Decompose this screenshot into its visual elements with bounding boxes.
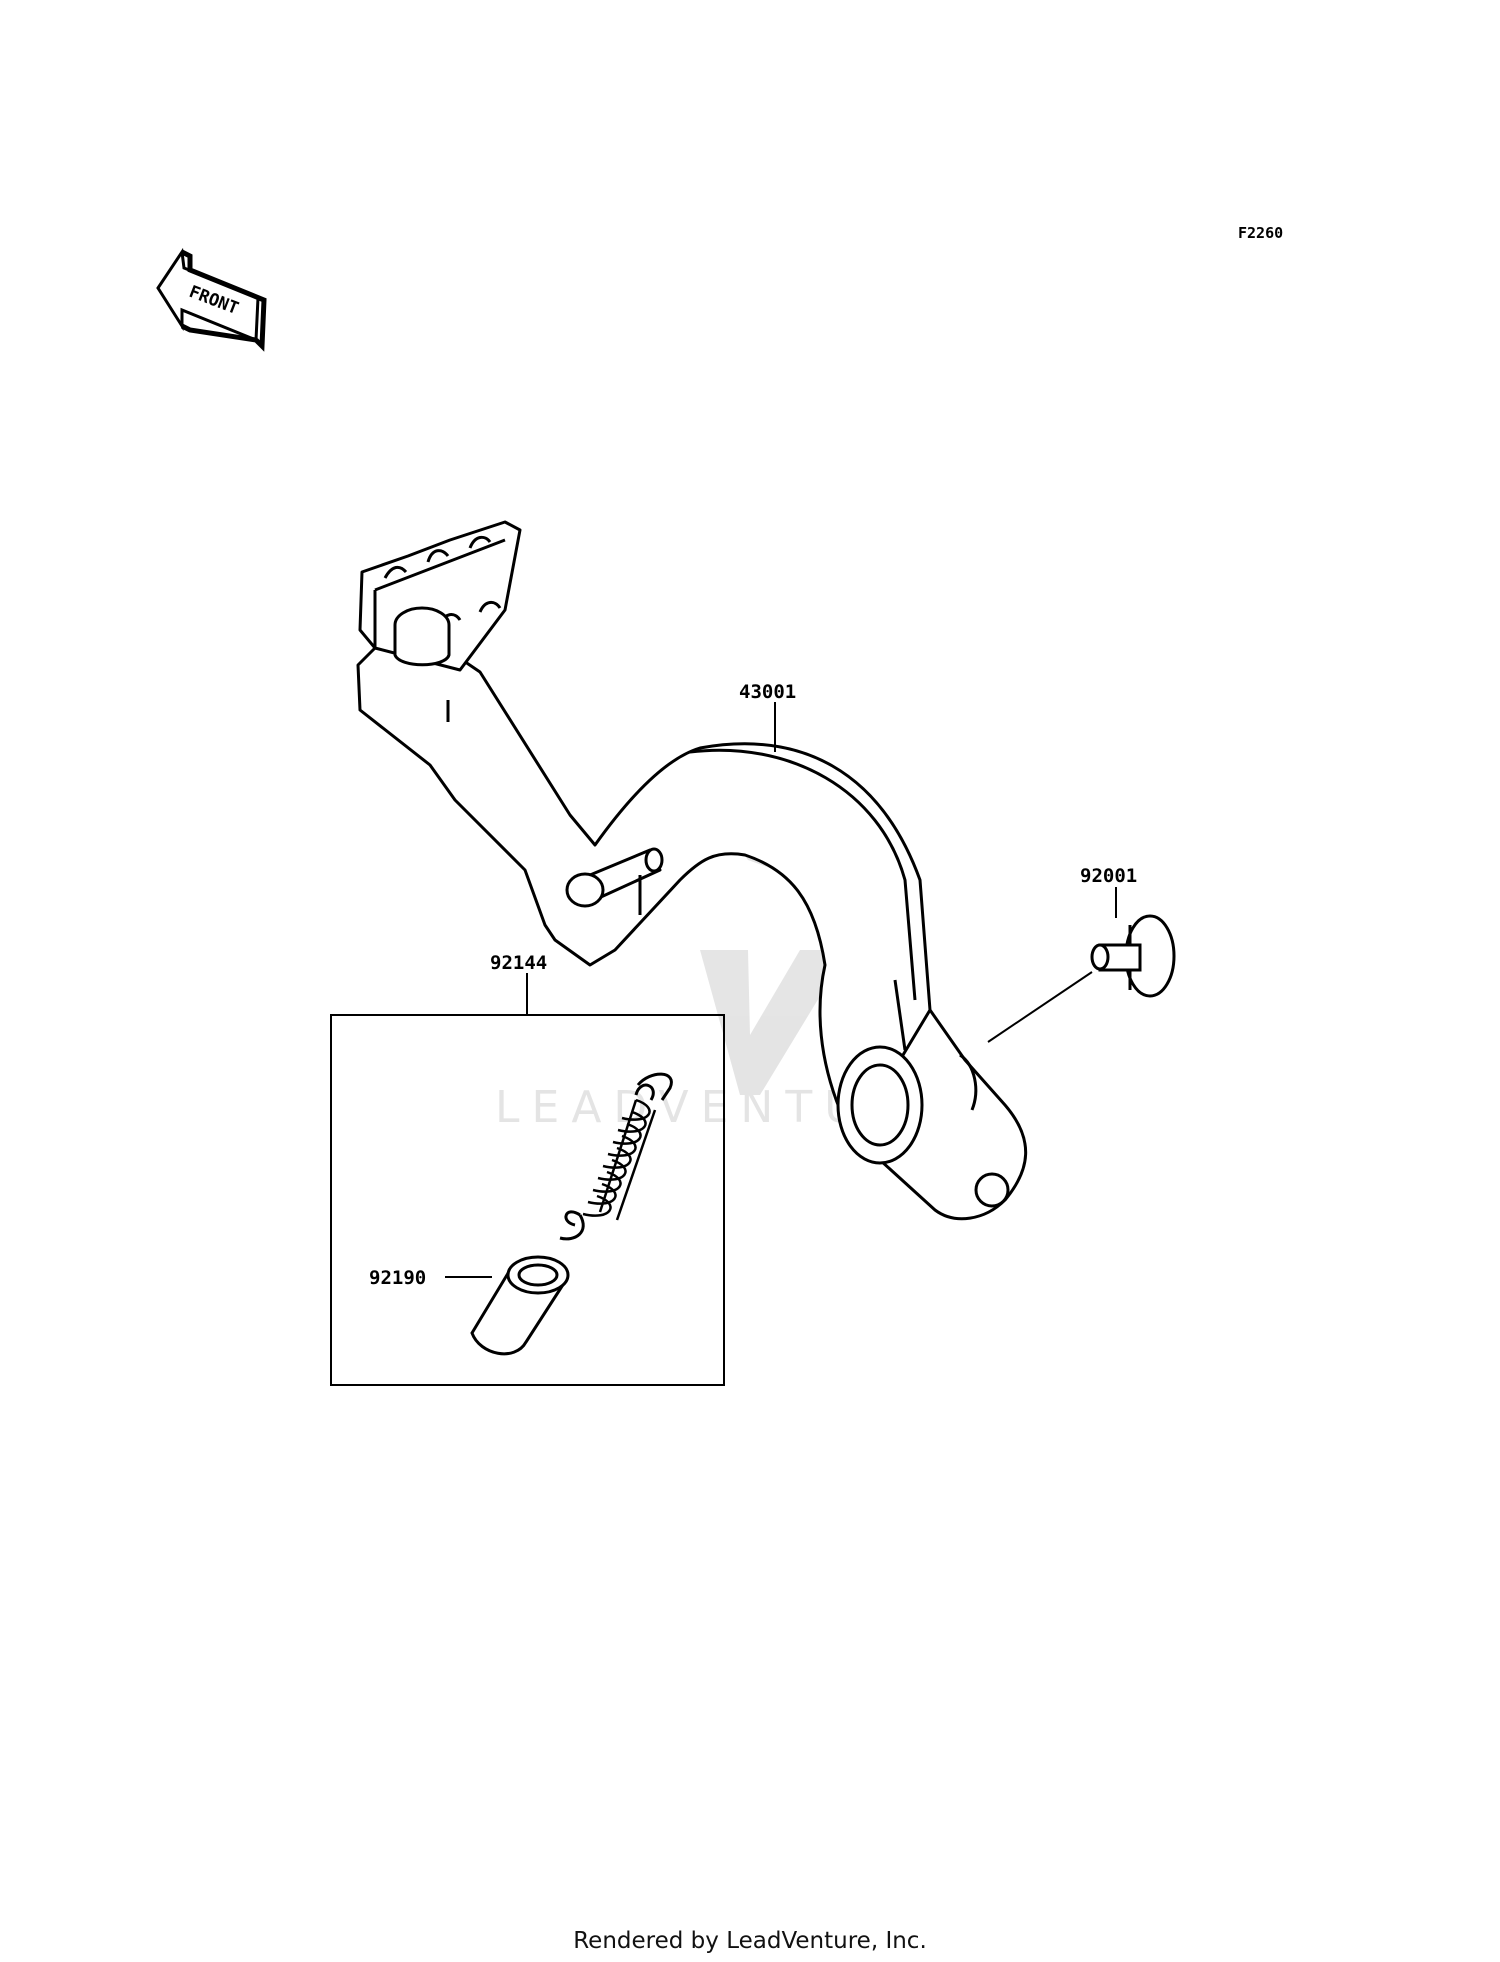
collar-part (470, 1255, 570, 1356)
part-label-92144: 92144 (490, 952, 547, 974)
footer-credit: Rendered by LeadVenture, Inc. (573, 1928, 927, 1954)
front-arrow-icon: FRONT (156, 247, 267, 352)
spring-part (559, 1072, 673, 1241)
part-label-92190: 92190 (369, 1267, 426, 1289)
plug-part (1090, 914, 1176, 998)
brake-pedal (356, 520, 1028, 1221)
plug-leader (987, 971, 1093, 1043)
part-label-92001: 92001 (1080, 865, 1137, 887)
diagram-code: F2260 (1238, 224, 1284, 242)
part-label-43001: 43001 (739, 681, 796, 703)
